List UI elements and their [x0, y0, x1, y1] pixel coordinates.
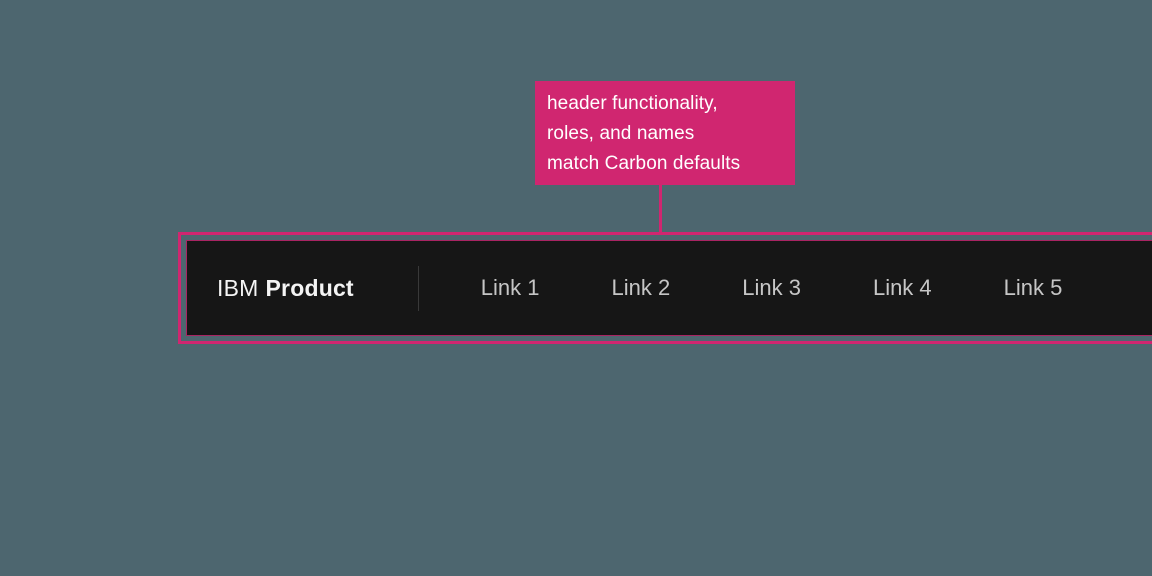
callout-line-1: header functionality,: [547, 93, 718, 114]
header-divider: [417, 265, 419, 311]
nav-link-1[interactable]: Link 1: [480, 275, 540, 300]
callout-line-3: match Carbon defaults: [547, 153, 741, 174]
header-nav: Link 1 Link 2 Link 3 Link 4 Link 5: [445, 241, 1099, 335]
annotation-leader-line: [659, 185, 662, 235]
nav-link-4[interactable]: Link 4: [872, 275, 932, 300]
nav-link-3[interactable]: Link 3: [742, 275, 801, 300]
brand-product-name: Product: [265, 274, 354, 301]
callout-line-2: roles, and names: [547, 123, 695, 144]
nav-link-5[interactable]: Link 5: [1003, 275, 1063, 300]
annotation-callout: header functionality, roles, and names m…: [535, 81, 795, 185]
brand-prefix: IBM: [217, 274, 259, 301]
nav-link-2[interactable]: Link 2: [611, 275, 671, 300]
